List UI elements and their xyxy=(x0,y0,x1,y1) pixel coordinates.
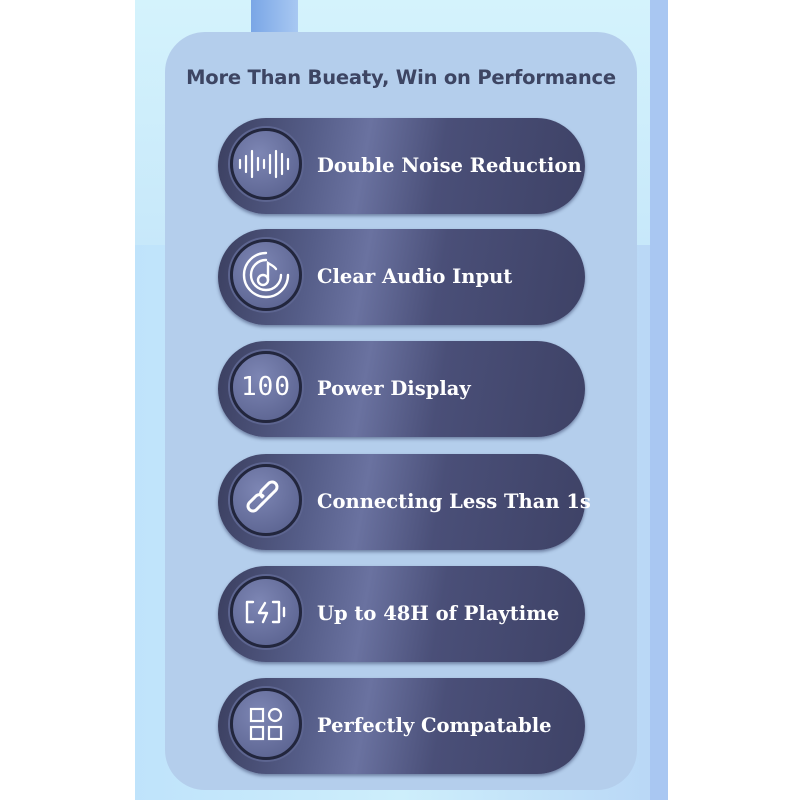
feature-audio-input: Clear Audio Input xyxy=(218,229,585,325)
link-icon xyxy=(230,464,302,536)
feature-label: Perfectly Compatable xyxy=(317,714,552,737)
feature-label: Connecting Less Than 1s xyxy=(317,490,591,513)
feature-label: Power Display xyxy=(317,377,471,400)
apps-grid-icon xyxy=(230,688,302,760)
music-disc-icon xyxy=(230,239,302,311)
sound-wave-icon xyxy=(230,128,302,200)
background-edge xyxy=(650,0,668,800)
feature-label: Up to 48H of Playtime xyxy=(317,602,560,625)
feature-label: Clear Audio Input xyxy=(317,265,513,288)
display-value: 100 xyxy=(241,372,291,402)
card-title: More Than Bueaty, Win on Performance xyxy=(186,66,616,89)
feature-playtime: Up to 48H of Playtime xyxy=(218,566,585,662)
feature-noise-reduction: Double Noise Reduction xyxy=(218,118,585,214)
feature-connecting: Connecting Less Than 1s xyxy=(218,454,591,550)
battery-charging-icon xyxy=(230,576,302,648)
digital-display-icon: 100 xyxy=(230,351,302,423)
feature-power-display: 100 Power Display xyxy=(218,341,585,437)
feature-card: More Than Bueaty, Win on Performance Dou… xyxy=(165,32,637,790)
feature-label: Double Noise Reduction xyxy=(317,154,582,177)
feature-compatible: Perfectly Compatable xyxy=(218,678,585,774)
